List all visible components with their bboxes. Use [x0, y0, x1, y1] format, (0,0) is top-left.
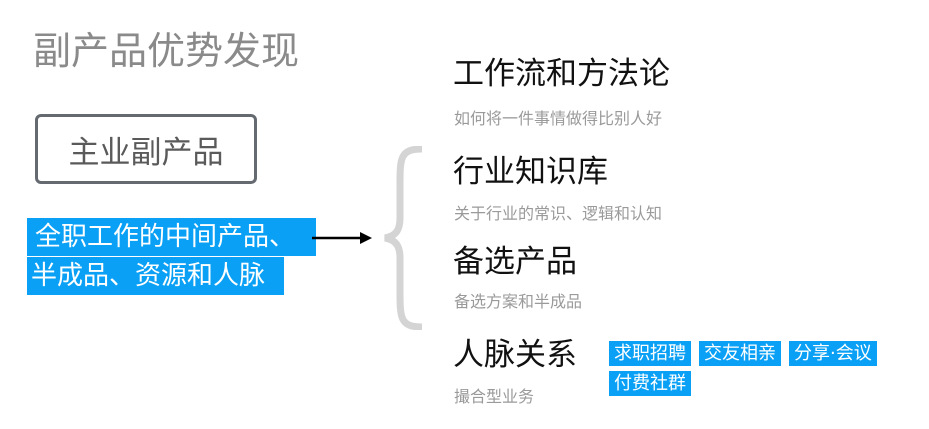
item-sub-alternatives: 备选方案和半成品 — [454, 292, 583, 311]
item-heading-network: 人脉关系 — [453, 337, 577, 373]
page-title: 副产品优势发现 — [33, 29, 300, 73]
tag-meetup: 分享·会议 — [789, 341, 877, 366]
tag-dating: 交友相亲 — [699, 341, 781, 366]
highlight-line-2: 半成品、资源和人脉 — [27, 257, 284, 295]
tag-community: 付费社群 — [609, 371, 691, 396]
item-sub-knowledge: 关于行业的常识、逻辑和认知 — [454, 204, 663, 223]
tag-job: 求职招聘 — [609, 341, 691, 366]
main-business-box: 主业副产品 — [35, 114, 257, 184]
item-heading-workflow: 工作流和方法论 — [453, 56, 670, 92]
item-sub-network: 撮合型业务 — [454, 387, 535, 406]
main-business-label: 主业副产品 — [68, 134, 224, 171]
item-heading-knowledge: 行业知识库 — [453, 154, 608, 190]
arrow-right-icon — [312, 232, 372, 244]
curly-brace-icon — [384, 146, 423, 330]
highlight-line-1: 全职工作的中间产品、 — [27, 218, 316, 256]
item-heading-alternatives: 备选产品 — [453, 244, 577, 280]
item-sub-workflow: 如何将一件事情做得比别人好 — [454, 109, 663, 128]
